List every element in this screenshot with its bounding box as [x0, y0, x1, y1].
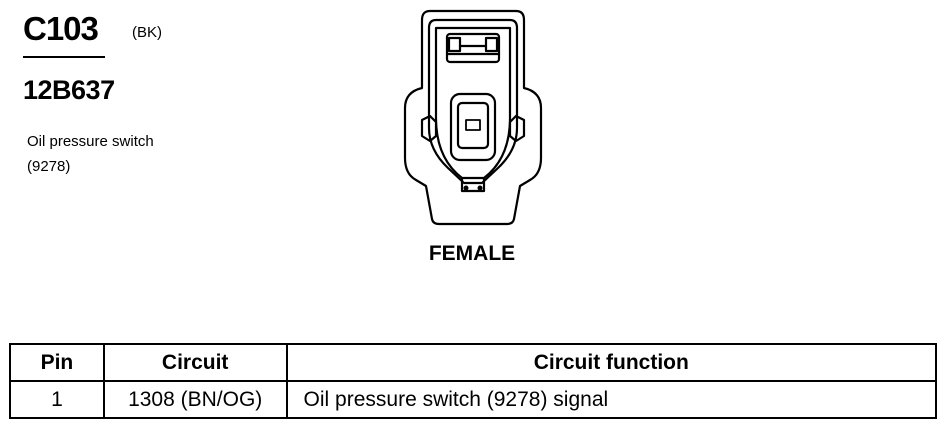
bottom-key-right-dot	[477, 185, 483, 191]
bottom-key	[460, 176, 486, 193]
component-name: Oil pressure switch	[27, 133, 154, 150]
component-reference: (9278)	[27, 158, 71, 175]
connector-face-drawing	[403, 9, 543, 226]
cell-pin: 1	[9, 380, 105, 419]
cell-circuit-function: Oil pressure switch (9278) signal	[285, 380, 938, 419]
connector-id: C103	[23, 10, 99, 47]
header-circuit: Circuit	[102, 343, 288, 382]
pin-table-header-row: Pin Circuit Circuit function	[9, 343, 938, 382]
connector-id-underline	[23, 56, 105, 58]
header-pin: Pin	[9, 343, 105, 382]
pin-1-terminal	[465, 119, 481, 131]
locking-tab-right-clip	[484, 36, 499, 53]
terminal-cavity-outer	[449, 92, 497, 162]
connector-color-code: (BK)	[132, 24, 162, 41]
header-circuit-function: Circuit function	[285, 343, 938, 382]
pin-table: Pin Circuit Circuit function 1 1308 (BN/…	[9, 343, 938, 419]
connector-housing-outline	[403, 9, 543, 226]
locking-tab	[445, 32, 501, 64]
part-number: 12B637	[23, 75, 115, 105]
connector-inner-shell	[427, 18, 519, 185]
bottom-key-left-dot	[463, 185, 469, 191]
terminal-cavity-inner	[456, 101, 490, 150]
right-side-latch	[508, 114, 526, 143]
cell-circuit: 1308 (BN/OG)	[102, 380, 288, 419]
locking-tab-left-clip	[447, 36, 462, 53]
table-row: 1 1308 (BN/OG) Oil pressure switch (9278…	[9, 380, 938, 419]
connector-gender-label: FEMALE	[428, 242, 516, 265]
left-side-latch	[420, 114, 438, 143]
